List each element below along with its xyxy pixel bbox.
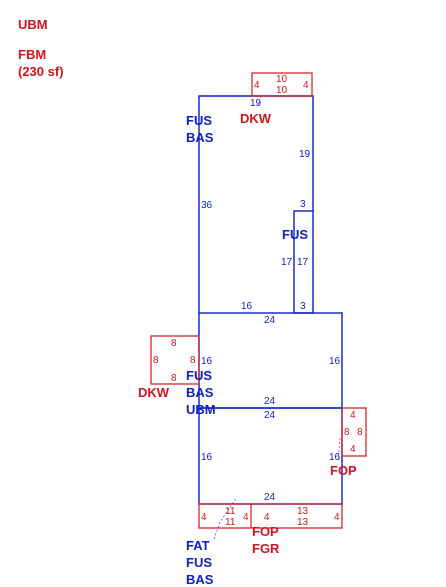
garage-area-label-1: FAT bbox=[186, 538, 210, 553]
dim-garage-bottom: 24 bbox=[264, 492, 276, 503]
dim-middle-bottom: 24 bbox=[264, 396, 276, 407]
legend-ubm: UBM bbox=[18, 17, 48, 32]
dim-fop-right-right: 8 bbox=[357, 427, 363, 438]
dim-narrow-top: 3 bbox=[300, 199, 306, 210]
bottom-strip-outline bbox=[198, 503, 343, 529]
dim-garage-left: 16 bbox=[201, 452, 213, 463]
middle-area-label-3: UBM bbox=[186, 402, 216, 417]
dim-fop-right-bottom: 4 bbox=[350, 444, 356, 455]
lower-section-outline bbox=[198, 407, 343, 505]
upper-area-label-2: BAS bbox=[186, 130, 214, 145]
dkw-top-outline bbox=[251, 72, 313, 97]
dim-upper-left: 36 bbox=[201, 200, 213, 211]
garage-area-label-3: BAS bbox=[186, 572, 214, 587]
dim-narrow-bottom: 3 bbox=[300, 301, 306, 312]
dim-fop-bottom-lower: 11 bbox=[225, 517, 236, 528]
dim-upper-bottom: 16 bbox=[241, 301, 253, 312]
dim-garage-right: 16 bbox=[329, 452, 341, 463]
dim-dkw-top-right: 4 bbox=[303, 80, 309, 91]
accessory-structures bbox=[150, 72, 367, 529]
dim-fop-right-top: 4 bbox=[350, 410, 356, 421]
dim-dkw-left-right: 8 bbox=[190, 355, 196, 366]
dim-fgr-upper: 13 bbox=[297, 506, 309, 517]
dim-narrow-right: 17 bbox=[297, 257, 309, 268]
garage-area-label-2: FUS bbox=[186, 555, 212, 570]
dkw-left-outline bbox=[150, 335, 200, 385]
dim-fgr-left: 4 bbox=[264, 512, 270, 523]
middle-area-label-2: BAS bbox=[186, 385, 214, 400]
dim-narrow-left: 17 bbox=[281, 257, 293, 268]
dim-dkw-top-lower: 10 bbox=[276, 85, 288, 96]
fop-right-leader-line bbox=[337, 437, 341, 463]
dkw-left-label: DKW bbox=[138, 385, 170, 400]
dim-fop-bottom-upper: 11 bbox=[225, 506, 236, 517]
middle-area-label-1: FUS bbox=[186, 368, 212, 383]
dim-middle-right: 16 bbox=[329, 356, 341, 367]
dim-garage-top: 24 bbox=[264, 410, 276, 421]
dkw-top-label: DKW bbox=[240, 111, 272, 126]
dim-upper-right: 19 bbox=[299, 149, 311, 160]
dim-fgr-lower: 13 bbox=[297, 517, 309, 528]
fop-right-label: FOP bbox=[330, 463, 357, 478]
fop-bottom-label: FOP bbox=[252, 524, 279, 539]
narrow-area-label: FUS bbox=[282, 227, 308, 242]
dim-dkw-top-left: 4 bbox=[254, 80, 260, 91]
upper-section-outline bbox=[198, 95, 314, 313]
upper-area-label-1: FUS bbox=[186, 113, 212, 128]
legend-fbm: FBM bbox=[18, 47, 46, 62]
dim-dkw-top-upper: 10 bbox=[276, 74, 288, 85]
legend-fbm-area: (230 sf) bbox=[18, 64, 64, 79]
main-structure bbox=[198, 95, 343, 505]
dim-middle-left: 16 bbox=[201, 356, 213, 367]
dim-upper-top: 19 bbox=[250, 98, 262, 109]
dim-dkw-left-left: 8 bbox=[153, 355, 159, 366]
dim-fgr-right: 4 bbox=[334, 512, 340, 523]
dim-dkw-left-top: 8 bbox=[171, 338, 177, 349]
dim-fop-bottom-right: 4 bbox=[243, 512, 249, 523]
dim-fop-bottom-left: 4 bbox=[201, 512, 207, 523]
fgr-bottom-label: FGR bbox=[252, 541, 280, 556]
dim-middle-top: 24 bbox=[264, 315, 276, 326]
middle-section-outline bbox=[198, 312, 343, 409]
dim-fop-right-left: 8 bbox=[344, 427, 350, 438]
dim-dkw-left-bottom: 8 bbox=[171, 373, 177, 384]
fop-right-outline bbox=[341, 407, 367, 457]
